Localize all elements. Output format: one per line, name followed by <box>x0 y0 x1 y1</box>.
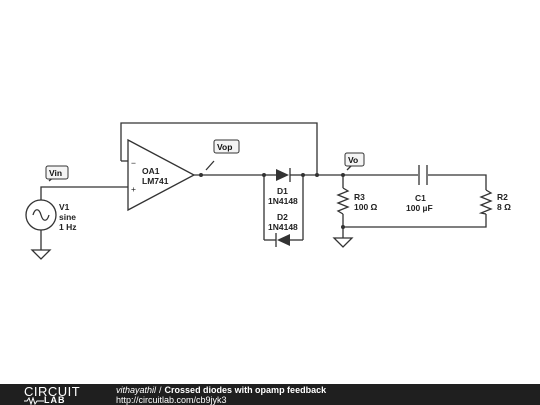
wire-c1-r2 <box>428 174 487 190</box>
diode-d2[interactable]: D2 1N4148 <box>268 212 298 247</box>
diode-d1[interactable]: D1 1N4148 <box>268 168 298 206</box>
probe-vo[interactable]: Vo <box>344 152 365 171</box>
opamp-triangle-icon <box>127 138 196 212</box>
sine-source-icon <box>25 199 57 231</box>
junction-dot <box>315 173 319 177</box>
logo-wave-icon <box>24 397 44 405</box>
junction-dot <box>341 225 345 229</box>
sine-wave-icon <box>32 209 50 221</box>
r3-name: R3 <box>354 192 365 202</box>
opamp-plus-sign: + <box>131 184 136 194</box>
footer-bar: CIRCUIT LAB vithayathil/Crossed diodes w… <box>0 384 540 405</box>
r2-value: 8 Ω <box>497 202 511 212</box>
d2-part: 1N4148 <box>268 222 298 232</box>
junction-dot <box>301 173 305 177</box>
junction-dot <box>262 173 266 177</box>
wire-r2-return <box>343 214 487 228</box>
circuit-url[interactable]: http://circuitlab.com/cb9jyk3 <box>116 395 227 405</box>
circuitlab-logo[interactable]: CIRCUIT LAB <box>24 384 96 405</box>
resistor-icon <box>336 187 350 215</box>
r2-name: R2 <box>497 192 508 202</box>
probe-leader <box>205 160 215 171</box>
wire-feedback <box>120 122 318 175</box>
diode-icon <box>277 234 290 246</box>
probe-vop[interactable]: Vop <box>205 139 240 171</box>
probe-tag-box <box>45 165 69 180</box>
footer-info: vithayathil/Crossed diodes with opamp fe… <box>116 385 326 405</box>
r3-value: 100 Ω <box>354 202 378 212</box>
probe-label-vin: Vin <box>49 168 62 178</box>
opamp-minus-sign: − <box>131 158 136 168</box>
v1-type: sine <box>59 212 76 222</box>
opamp-oa1[interactable]: − + OA1 LM741 <box>127 138 196 212</box>
v1-frequency: 1 Hz <box>59 222 76 232</box>
c1-value: 100 µF <box>406 203 433 213</box>
probe-tag-box <box>213 139 240 154</box>
d1-name: D1 <box>277 186 288 196</box>
logo-text-bottom: LAB <box>44 395 66 405</box>
resistor-icon <box>478 189 493 215</box>
d2-name: D2 <box>277 212 288 222</box>
author-name[interactable]: vithayathil <box>116 385 157 395</box>
resistor-r3[interactable]: R3 100 Ω <box>336 187 378 215</box>
resistor-r2[interactable]: R2 8 Ω <box>478 189 511 215</box>
circuit-title: Crossed diodes with opamp feedback <box>164 385 327 395</box>
opamp-part: LM741 <box>142 176 169 186</box>
v1-name: V1 <box>59 202 70 212</box>
junction-dot <box>199 173 203 177</box>
voltage-source-v1[interactable]: V1 sine 1 Hz <box>25 199 76 232</box>
ground-icon <box>30 249 52 260</box>
probe-label-vop: Vop <box>217 142 232 152</box>
junction-dot <box>341 173 345 177</box>
probe-label-vo: Vo <box>348 155 358 165</box>
probe-vin[interactable]: Vin <box>45 165 69 182</box>
opamp-name: OA1 <box>142 166 160 176</box>
logo-text-top: CIRCUIT <box>24 384 81 399</box>
c1-name: C1 <box>415 193 426 203</box>
d1-part: 1N4148 <box>268 196 298 206</box>
probe-tag-box <box>344 152 365 167</box>
capacitor-c1[interactable]: C1 100 µF <box>406 165 433 213</box>
diode-icon <box>276 169 289 181</box>
ground-icon <box>332 237 354 248</box>
title-separator: / <box>159 385 162 395</box>
wires <box>40 122 487 250</box>
wire-vin <box>40 186 128 200</box>
